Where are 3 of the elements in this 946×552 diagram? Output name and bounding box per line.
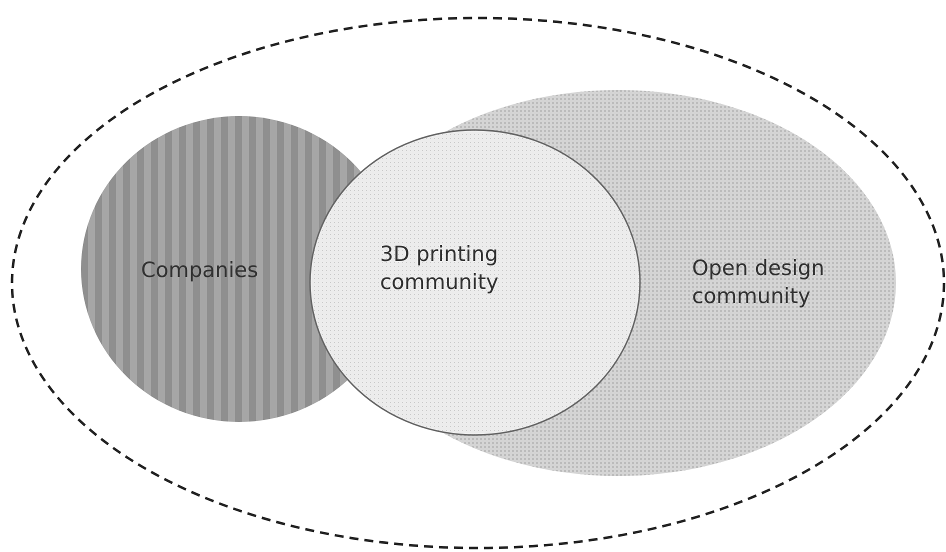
shape-label: Companies: [141, 257, 260, 284]
shape-label: Open design community: [692, 255, 826, 310]
shape-label: 3D printing community: [380, 241, 500, 296]
